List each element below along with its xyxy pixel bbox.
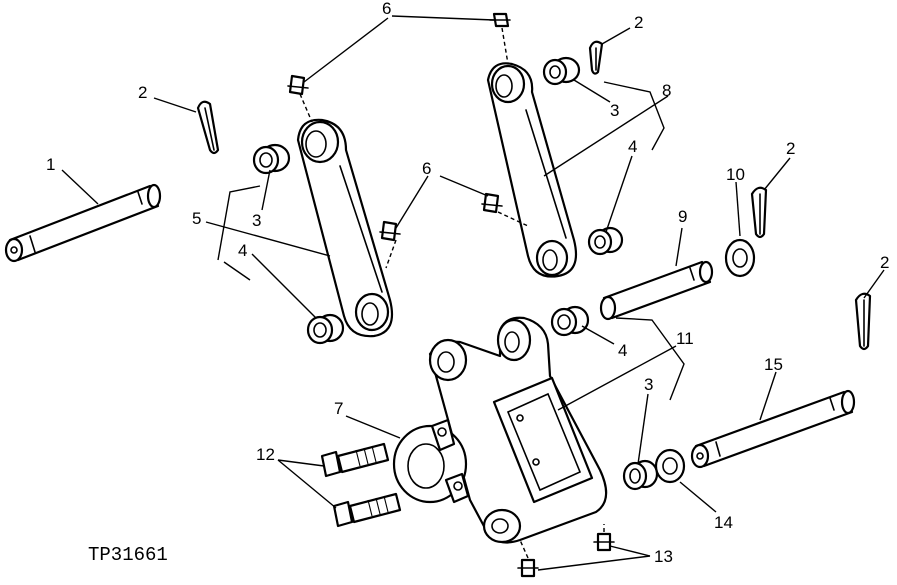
callout-5: 5 bbox=[192, 209, 201, 228]
callout-10: 10 bbox=[726, 165, 745, 184]
callout-7: 7 bbox=[334, 399, 343, 418]
cotter-pin-part-2-left bbox=[196, 100, 220, 155]
callout-3-lower: 3 bbox=[644, 375, 653, 394]
callout-3-top: 3 bbox=[610, 101, 619, 120]
clamp-part-7 bbox=[392, 418, 470, 504]
drawing-id: TP31661 bbox=[88, 544, 168, 566]
bushing-part-3-lower bbox=[622, 459, 659, 491]
callout-15: 15 bbox=[764, 355, 783, 374]
callout-9: 9 bbox=[678, 207, 687, 226]
bushing-part-4-mid bbox=[587, 226, 624, 256]
callout-6-top: 6 bbox=[382, 0, 391, 18]
grease-fitting-part-13-right bbox=[593, 532, 615, 552]
callout-4-left: 4 bbox=[238, 241, 247, 260]
pin-part-1 bbox=[4, 183, 162, 263]
bushing-part-3-top bbox=[542, 56, 581, 86]
bushing-part-3-left bbox=[252, 143, 291, 175]
pin-part-15 bbox=[690, 389, 856, 469]
bushing-part-4-lower bbox=[550, 305, 590, 337]
callout-2-left: 2 bbox=[138, 83, 147, 102]
cotter-pin-part-2-far-right bbox=[854, 292, 872, 351]
grease-fitting-part-6-right bbox=[481, 192, 503, 214]
cap-screw-part-12-upper bbox=[320, 442, 390, 478]
callout-8: 8 bbox=[662, 81, 671, 100]
callout-3-left: 3 bbox=[252, 211, 261, 230]
callout-2-far-right: 2 bbox=[880, 253, 889, 272]
callout-12: 12 bbox=[256, 445, 275, 464]
callout-11: 11 bbox=[676, 329, 694, 348]
link-part-8 bbox=[486, 62, 578, 278]
bellcrank-part-11 bbox=[428, 316, 608, 544]
grease-fitting-part-13-left bbox=[517, 558, 539, 578]
callout-13: 13 bbox=[654, 547, 673, 566]
callout-6-mid: 6 bbox=[422, 159, 431, 178]
callout-2-right: 2 bbox=[786, 139, 795, 158]
cap-screw-part-12-lower bbox=[332, 492, 402, 528]
callout-4-lower: 4 bbox=[618, 341, 627, 360]
callout-2-top: 2 bbox=[634, 13, 643, 32]
callout-14: 14 bbox=[714, 513, 733, 532]
callout-4-mid: 4 bbox=[628, 137, 637, 156]
washer-part-10 bbox=[724, 238, 756, 278]
bushing-part-4-left bbox=[306, 313, 345, 345]
pin-part-9 bbox=[599, 260, 714, 321]
link-part-5 bbox=[296, 118, 394, 338]
cotter-pin-part-2-right bbox=[750, 186, 768, 239]
grease-fitting-part-6-left bbox=[287, 74, 309, 96]
callout-1: 1 bbox=[46, 155, 55, 174]
cotter-pin-part-2-top bbox=[588, 40, 604, 75]
grease-fitting-part-6-mid bbox=[379, 220, 401, 242]
washer-part-14 bbox=[654, 448, 686, 484]
